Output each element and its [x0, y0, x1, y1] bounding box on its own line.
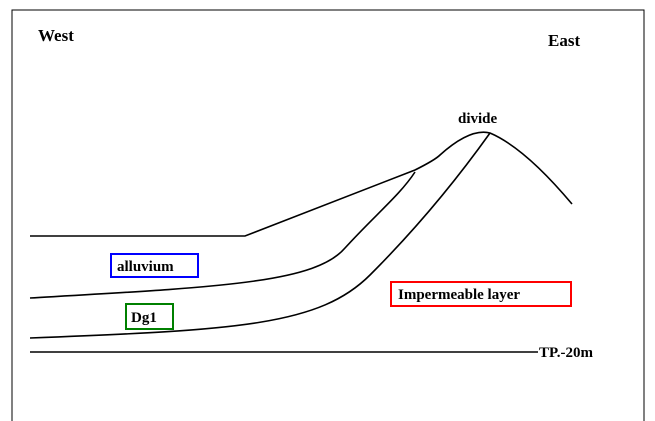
divide-label: divide [458, 111, 498, 127]
east-label: East [548, 31, 580, 50]
alluvium-dg1-boundary [29, 171, 416, 299]
impermeable-label: Impermeable layer [398, 287, 520, 303]
dg1-label-box [125, 303, 174, 330]
datum-label: TP.-20m [539, 345, 594, 361]
frame-border [11, 9, 645, 421]
west-label: West [38, 26, 74, 45]
dg1-impermeable-boundary [29, 132, 491, 339]
impermeable-label-box [390, 281, 572, 307]
ground-surface-line [30, 131, 573, 237]
alluvium-label: alluvium [117, 259, 174, 275]
alluvium-label-box [110, 253, 199, 278]
dg1-label: Dg1 [131, 310, 157, 326]
